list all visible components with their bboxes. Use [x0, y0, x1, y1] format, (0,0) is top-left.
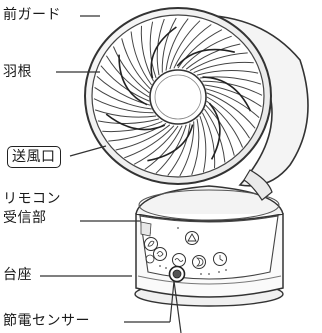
label-remote-receiver-line1: リモコン — [3, 191, 61, 207]
triangle-icon[interactable] — [185, 231, 199, 245]
guard-spoke — [115, 124, 171, 151]
guard-spoke — [161, 17, 177, 73]
guard-spoke — [93, 98, 154, 114]
guard-spoke — [169, 20, 201, 70]
fan-blade-edge — [118, 54, 148, 106]
fan-blade-edge — [176, 48, 235, 67]
guard-spoke — [133, 125, 179, 165]
guard-spoke — [206, 92, 256, 129]
leaf-icon[interactable] — [144, 237, 158, 251]
front-guard — [93, 17, 263, 177]
guard-spoke — [112, 46, 150, 94]
fan-blade-edge — [147, 124, 194, 162]
guard-spoke — [203, 108, 226, 163]
fan-blade-edge — [202, 76, 252, 112]
guard-spoke — [201, 112, 216, 169]
guard-spoke — [204, 84, 262, 108]
guard-spoke — [102, 120, 163, 133]
guard-spoke — [165, 18, 189, 71]
label-front-guard: 前ガード — [3, 7, 61, 23]
guard-spoke — [177, 29, 223, 69]
label-remote-receiver-line2: 受信部 — [3, 210, 47, 226]
guard-spoke — [173, 24, 212, 69]
guard-spoke — [181, 35, 232, 69]
guard-spoke — [205, 88, 260, 118]
guard-spoke — [105, 55, 150, 98]
guard-spoke — [202, 80, 263, 96]
label-air-outlet: 送風口 — [7, 146, 61, 168]
guard-spoke — [100, 65, 150, 102]
fan-blade-edge — [208, 102, 221, 160]
power-saving-sensor — [168, 265, 186, 283]
leader-lines — [40, 15, 182, 333]
guard-spoke — [149, 21, 157, 79]
guard-spoke — [144, 125, 183, 170]
label-power-saving-sensor: 節電センサー — [3, 313, 90, 329]
fan-blade-edge — [105, 113, 166, 131]
guard-spoke — [179, 121, 195, 177]
guard-spoke — [199, 115, 207, 173]
guard-spoke — [193, 61, 254, 74]
remote-receiver-window — [140, 221, 152, 237]
guard-spoke — [206, 96, 251, 139]
guard-spoke — [167, 123, 191, 176]
guard-spoke — [185, 43, 241, 70]
guard-spoke — [191, 118, 200, 176]
timer-icon[interactable] — [213, 252, 227, 266]
power-icon[interactable] — [145, 254, 155, 264]
label-blade: 羽根 — [3, 64, 32, 80]
guard-spoke — [189, 52, 248, 72]
guard-spoke — [121, 38, 151, 90]
guard-spoke — [196, 70, 259, 76]
control-panel — [139, 215, 279, 280]
guard-spoke — [94, 109, 157, 118]
fan-blade-hub — [149, 69, 207, 125]
guard-spoke — [205, 104, 235, 156]
fan-blade-edge — [150, 26, 177, 79]
swirl-icon[interactable] — [153, 247, 167, 261]
moon-icon[interactable] — [192, 255, 206, 269]
guard-spoke — [97, 118, 160, 124]
guard-spoke — [124, 125, 175, 159]
label-base: 台座 — [3, 267, 32, 283]
guard-spoke — [130, 31, 153, 86]
guard-spoke — [94, 86, 152, 110]
